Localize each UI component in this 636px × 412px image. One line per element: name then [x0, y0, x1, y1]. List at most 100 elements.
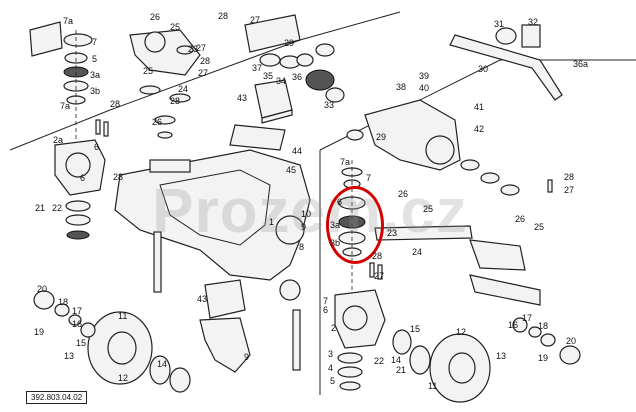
pinion-gear-set	[244, 14, 345, 103]
callout-3a: 3a	[330, 220, 341, 230]
differential-housing	[346, 99, 520, 196]
callout-45: 45	[286, 165, 297, 175]
callout-13: 13	[64, 351, 75, 361]
callout-34: 34	[276, 76, 287, 86]
callout-6: 6	[337, 197, 343, 207]
callout-2a: 2a	[53, 135, 64, 145]
callout-25: 25	[143, 66, 154, 76]
callout-16: 16	[72, 319, 83, 329]
callout-43: 43	[197, 294, 208, 304]
callout-26: 26	[150, 12, 161, 22]
studs	[95, 119, 553, 371]
callout-24: 24	[412, 247, 423, 257]
callout-29: 29	[284, 38, 295, 48]
callout-15: 15	[410, 324, 421, 334]
callout-7a: 7a	[340, 157, 351, 167]
callout-40: 40	[419, 83, 430, 93]
callout-27: 27	[198, 68, 209, 78]
callout-42: 42	[474, 124, 485, 134]
callout-14: 14	[157, 359, 168, 369]
callout-7: 7	[323, 296, 329, 306]
callout-43: 43	[237, 93, 248, 103]
callout-21: 21	[35, 203, 46, 213]
callout-25: 25	[423, 204, 434, 214]
mounting-block-upper	[229, 79, 293, 151]
callout-19: 19	[538, 353, 549, 363]
callout-26: 26	[515, 214, 526, 224]
wheel-hub-right	[392, 317, 581, 403]
callout-26: 26	[398, 189, 409, 199]
callout-3a: 3a	[90, 70, 101, 80]
callout-33: 33	[324, 100, 335, 110]
callout-13: 13	[496, 351, 507, 361]
callout-6: 6	[323, 305, 329, 315]
track-rod-right	[374, 225, 541, 306]
callout-23: 23	[387, 228, 398, 238]
left-knuckle	[54, 139, 106, 240]
left-bearing-stack	[29, 21, 93, 140]
callout-7: 7	[92, 37, 98, 47]
callout-12: 12	[456, 327, 467, 337]
callout-27: 27	[374, 271, 385, 281]
callout-16: 16	[508, 320, 519, 330]
callout-28: 28	[218, 11, 229, 21]
frame-line	[9, 11, 401, 151]
callout-31: 31	[494, 19, 505, 29]
callout-28: 28	[200, 56, 211, 66]
callout-20: 20	[37, 284, 48, 294]
center-knuckle	[334, 289, 386, 391]
callout-3: 3	[328, 349, 334, 359]
steering-arm-top	[129, 29, 201, 139]
callout-22: 22	[374, 356, 385, 366]
callout-3b: 3b	[90, 86, 101, 96]
callout-20: 20	[566, 336, 577, 346]
callout-17: 17	[522, 313, 533, 323]
callout-11: 11	[118, 311, 128, 321]
center-bearing-stack	[338, 160, 366, 300]
callout-39: 39	[419, 71, 430, 81]
callout-24: 24	[178, 84, 189, 94]
callout-11: 11	[428, 381, 438, 391]
callout-5: 5	[330, 376, 336, 386]
callout-6: 6	[80, 173, 86, 183]
callout-27: 27	[564, 185, 575, 195]
callout-18: 18	[538, 321, 549, 331]
callout-3b: 3b	[330, 238, 341, 248]
callout-2: 2	[331, 323, 337, 333]
callout-30: 30	[478, 64, 489, 74]
callout-1: 1	[269, 217, 275, 227]
drive-shaft	[449, 24, 563, 101]
axle-housing	[114, 149, 311, 301]
callout-37: 37	[252, 63, 263, 73]
callout-7: 7	[366, 173, 372, 183]
callout-7a: 7a	[60, 101, 71, 111]
callout-14: 14	[391, 355, 402, 365]
callout-8: 8	[299, 242, 305, 252]
callout-28: 28	[113, 172, 124, 182]
callout-4: 4	[328, 363, 334, 373]
callout-36: 36	[292, 72, 303, 82]
callout-38: 38	[396, 82, 407, 92]
callout-15: 15	[76, 338, 87, 348]
callout-25: 25	[534, 222, 545, 232]
callout-17: 17	[72, 306, 83, 316]
callout-32: 32	[528, 17, 539, 27]
callout-18: 18	[58, 297, 69, 307]
callout-36a: 36a	[573, 59, 589, 69]
callout-44: 44	[292, 146, 303, 156]
callout-5: 5	[92, 54, 98, 64]
callout-29: 29	[376, 132, 387, 142]
callout-25: 25	[170, 22, 181, 32]
callout-6: 6	[94, 142, 100, 152]
callout-9: 9	[301, 222, 307, 232]
callout-27: 27	[196, 43, 207, 53]
callout-35: 35	[263, 71, 274, 81]
callout-9: 9	[244, 352, 250, 362]
callout-22: 22	[52, 203, 63, 213]
wheel-hub-left	[33, 290, 191, 393]
callout-41: 41	[474, 102, 485, 112]
callout-10: 10	[301, 209, 312, 219]
mounting-block-lower	[199, 279, 251, 373]
